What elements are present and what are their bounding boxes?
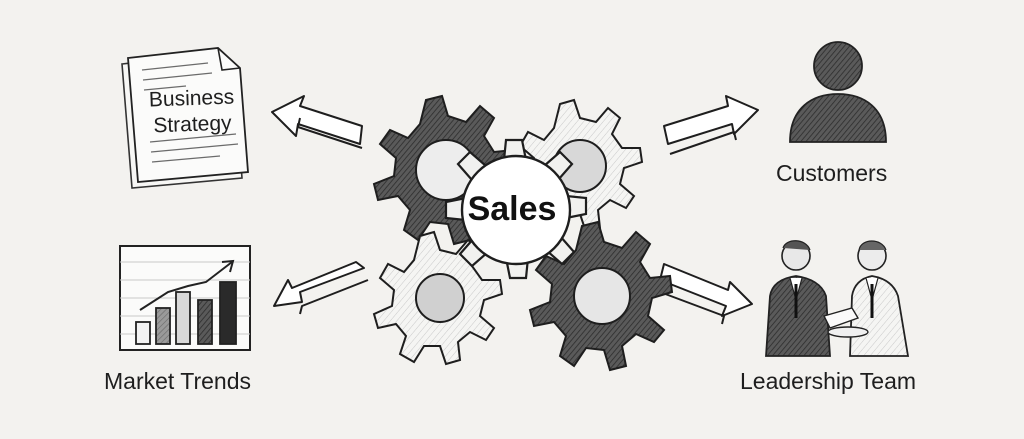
market-trends-label: Market Trends <box>104 368 251 394</box>
document-icon <box>121 47 249 189</box>
gear-icon <box>372 94 674 372</box>
chart-icon <box>119 245 251 351</box>
person-icon <box>789 41 887 143</box>
business-strategy-label: Business Strategy <box>148 85 235 138</box>
meeting-icon <box>765 240 910 357</box>
leadership-team-label: Leadership Team <box>740 368 917 394</box>
customers-label: Customers <box>776 160 888 186</box>
sales-label: Sales <box>467 190 557 228</box>
